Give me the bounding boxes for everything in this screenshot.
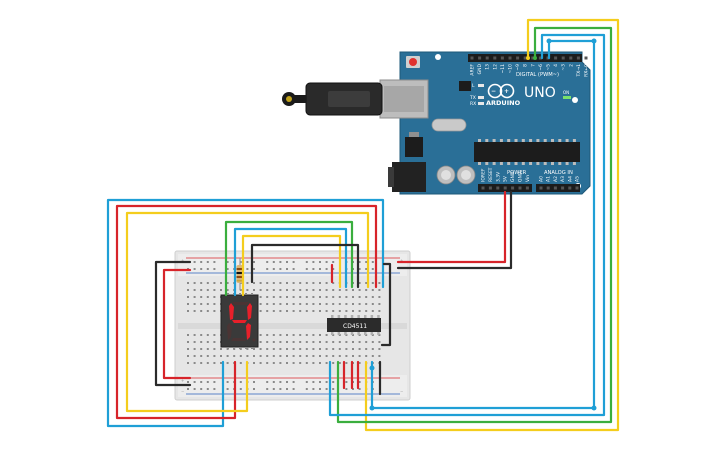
digital-pin-label: 13 (485, 64, 491, 70)
svg-text:−: − (491, 88, 496, 95)
digital-pin-label: 7 (530, 64, 536, 67)
digital-pin-label: ~11 (500, 64, 506, 74)
power-pin-label: GND (510, 171, 516, 182)
mounting-hole (435, 54, 441, 60)
mounting-hole (572, 97, 578, 103)
resistor[interactable] (236, 258, 244, 290)
svg-text:DIGITAL (PWM~): DIGITAL (PWM~) (516, 72, 559, 78)
svg-text:POWER: POWER (507, 170, 527, 176)
digital-pin-label: TX→1 (576, 64, 582, 78)
svg-text:−: − (181, 389, 184, 394)
wire-yellow-loop[interactable] (125, 211, 370, 413)
seven-segment-display[interactable]: 4 (0, 0, 259, 349)
wire-red-5v[interactable] (396, 190, 507, 264)
capacitor (436, 165, 456, 185)
svg-text:ANALOG IN: ANALOG IN (544, 170, 573, 176)
analog-pin-label: A0 (539, 176, 545, 182)
analog-pin-label: A1 (546, 176, 552, 182)
digital-pin-label: ~5 (546, 64, 552, 71)
analog-pin-label: A3 (560, 176, 566, 182)
digital-pin-label: ~3 (561, 64, 567, 71)
wire-blue-digital-2[interactable] (370, 39, 596, 410)
display-segments (227, 293, 256, 349)
wire-blue-top[interactable] (233, 227, 348, 297)
wires[interactable] (106, 18, 620, 432)
digital-pin-label: ~6 (538, 64, 544, 71)
wire-black-right[interactable] (380, 262, 392, 347)
wire-blue-outer[interactable] (106, 198, 385, 428)
digital-pin-label: 2 (568, 64, 574, 67)
svg-text:L: L (472, 83, 475, 89)
digital-pin-label: GND (477, 63, 483, 74)
wire-black-gnd[interactable] (396, 190, 513, 270)
wire-green-digital[interactable] (336, 26, 613, 424)
digital-pin-label: AREF (470, 64, 476, 76)
power-pin-label: 3.3V (495, 171, 501, 182)
segment-e (227, 323, 232, 340)
analog-pin-label: A5 (575, 176, 581, 182)
svg-text:RX: RX (470, 101, 476, 107)
usb-controller-chip (459, 81, 471, 91)
chip-label: CD4511 (343, 323, 367, 330)
capacitor (456, 165, 476, 185)
arduino-uno-board[interactable]: L TX RX ON − + ARDUINO UNO DIGITAL (PWM~… (379, 51, 591, 195)
reset-button[interactable] (406, 56, 420, 68)
crystal-oscillator (431, 118, 467, 132)
digital-pin-label: RX←0 (584, 64, 590, 77)
svg-text:TX: TX (469, 95, 476, 101)
wire-black-left[interactable] (154, 260, 192, 387)
uno-model-label: UNO (524, 85, 556, 101)
dc-power-jack (388, 162, 426, 192)
usb-port (379, 79, 429, 119)
svg-text:+: + (181, 258, 184, 263)
digital-pin-label: 8 (523, 64, 529, 67)
wire-blue-digital-1[interactable] (328, 33, 606, 417)
wire-green-top[interactable] (224, 220, 354, 297)
atmega-microcontroller (474, 139, 580, 165)
analog-pin-label: A4 (567, 176, 573, 182)
power-pin-label: GND (518, 171, 524, 182)
svg-text:+: + (400, 258, 403, 263)
arduino-logo: − + (487, 83, 515, 99)
wire-red-left[interactable] (162, 268, 192, 380)
voltage-regulator (405, 137, 423, 157)
digital-pin-label: ~9 (515, 64, 521, 71)
segment-d (231, 338, 246, 341)
segment-f (229, 303, 234, 320)
wire-red-loop[interactable] (115, 204, 378, 420)
power-pin-label: 5V (503, 175, 509, 182)
svg-text:+: + (504, 88, 509, 95)
segment-c (246, 323, 251, 340)
segment-b (247, 303, 252, 320)
wire-yellow-digital[interactable] (364, 18, 620, 432)
status-leds: L TX RX ON (469, 83, 571, 107)
power-pin-label: IOREF (481, 168, 487, 182)
arduino-brand: ARDUINO (486, 99, 521, 107)
usb-cable (282, 82, 383, 116)
segment-g (232, 320, 247, 323)
svg-text:+: + (181, 378, 184, 383)
analog-pin-label: A2 (553, 176, 559, 182)
power-pin-label: Vin (525, 175, 531, 182)
power-pin-label: RESET (488, 167, 494, 182)
wire-yellow-top[interactable] (241, 234, 342, 297)
svg-text:−: − (400, 389, 403, 394)
segment-a (232, 302, 249, 305)
cd4511-chip[interactable]: CD4511 (327, 315, 381, 335)
digital-pin-label: 4 (553, 64, 559, 67)
svg-text:ON: ON (563, 90, 569, 95)
digital-pin-label: ~10 (508, 64, 514, 74)
wire-black-top[interactable] (250, 243, 360, 289)
digital-pin-label: 12 (492, 64, 498, 70)
